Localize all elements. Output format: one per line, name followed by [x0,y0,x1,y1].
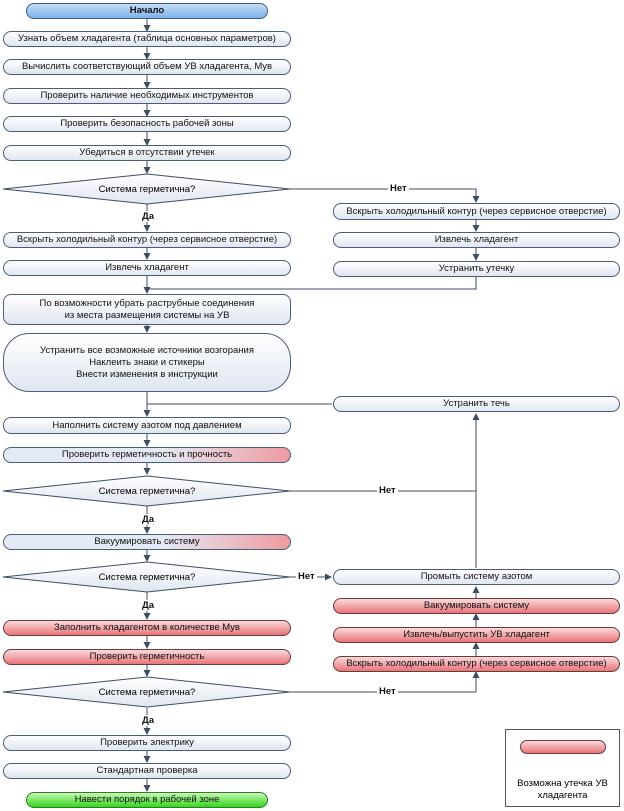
step-check-tightness: Проверить герметичность [3,649,291,665]
step-check-electrics: Проверить электрику [3,735,291,751]
step-fill-refrigerant: Заполнить хладагентом в количестве Mув [3,620,291,636]
remove-flare-line-2: из места размещения системы на УВ [64,309,230,321]
legend-text: Возможна утечка УВ хладагента [506,778,619,802]
step-standard-check: Стандартная проверка [3,763,291,779]
no-label-3: Нет [296,571,317,582]
right-open-circuit: Вскрыть холодильный контур (через сервис… [333,203,620,220]
right-extract-release: Извлечь/выпустить УВ хладагент [333,627,620,643]
step-extract-refrigerant: Извлечь хладагент [3,260,291,276]
no-label-2: Нет [377,485,398,496]
ignition-line-3: Внести изменения в инструкции [76,368,218,380]
right-extract-refrigerant: Извлечь хладагент [333,232,620,248]
step-check-tools: Проверить наличие необходимых инструмент… [3,88,291,104]
step-refrigerant-volume: Узнать объем хладагента (таблица основны… [3,31,291,47]
decision-diamond-2 [2,475,291,507]
step-fill-nitrogen: Наполнить систему азотом под давлением [3,417,291,434]
decision-label-2: Система герметична? [98,485,196,497]
step-remove-flare: По возможности убрать раструбные соедине… [3,294,291,325]
step-no-leaks: Убедиться в отсутствии утечек [3,145,291,161]
step-ignition-sources: Устранить все возможные источники возгор… [3,333,291,392]
start-node: Начало [26,3,268,19]
legend: Возможна утечка УВ хладагента [505,729,620,807]
no-label-4: Нет [377,686,398,697]
ignition-line-1: Устранить все возможные источники возгор… [40,344,254,356]
yes-label-4: Да [140,715,157,726]
decision-diamond-1 [2,173,291,205]
right-fix-leak-2: Устранить течь [333,396,620,412]
step-check-safety: Проверить безопасность рабочей зоны [3,116,291,132]
decision-label-4: Система герметична? [98,686,196,698]
yes-label-2: Да [140,514,157,525]
step-check-tightness-strength: Проверить герметичность и прочность [3,447,291,463]
decision-diamond-4 [2,676,291,708]
remove-flare-line-1: По возможности убрать раструбные соедине… [39,297,255,309]
legend-swatch [520,740,606,754]
yes-label-3: Да [140,600,157,611]
step-calc-hc-volume: Вычислить соответствующий объем УВ хлада… [3,59,291,75]
decision-label-3: Система герметична? [98,571,196,583]
legend-line-2: хладагента [537,790,588,801]
decision-label-1: Система герметична? [98,183,196,195]
right-vacuum: Вакуумировать систему [333,598,620,614]
right-open-circuit-2: Вскрыть холодильный контур (через сервис… [333,656,620,672]
legend-line-1: Возможна утечка УВ [517,778,608,789]
end-node-cleanup: Навести порядок в рабочей зоне [26,792,268,808]
right-purge-nitrogen: Промыть систему азотом [333,569,620,585]
yes-label-1: Да [140,211,157,222]
decision-diamond-3 [2,561,291,593]
ignition-line-2: Наклеить знаки и стикеры [89,356,205,368]
step-vacuum: Вакуумировать систему [3,534,291,550]
decision-shapes [2,173,291,708]
step-open-circuit: Вскрыть холодильный контур (через сервис… [3,232,291,248]
right-fix-leak: Устранить утечку [333,261,620,277]
no-label-1: Нет [388,183,409,194]
